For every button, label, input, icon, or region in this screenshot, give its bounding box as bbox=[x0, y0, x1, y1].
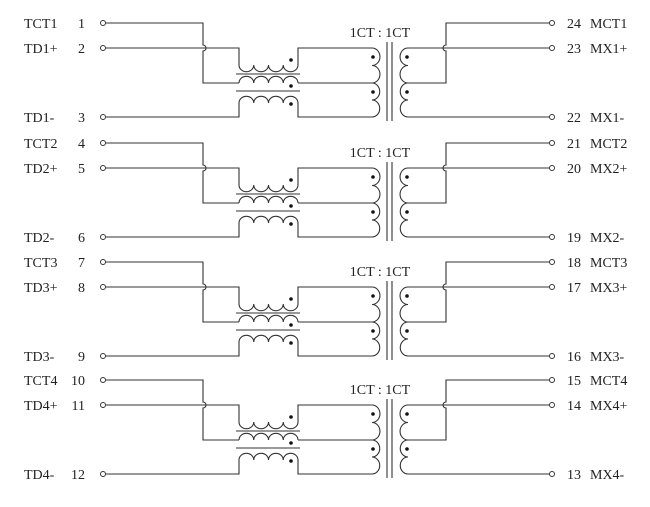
pin-number: 21 bbox=[567, 137, 581, 152]
terminal-icon bbox=[549, 471, 555, 477]
ratio-label: 1CT : 1CT bbox=[350, 26, 411, 41]
pin-number: 12 bbox=[71, 468, 85, 483]
terminal-icon bbox=[100, 165, 106, 171]
pin-number: 3 bbox=[78, 111, 85, 126]
pin-name: MX2- bbox=[590, 231, 625, 246]
pin-name: TD2+ bbox=[24, 162, 58, 177]
pin-name: TCT1 bbox=[24, 17, 57, 32]
pin-name: TD4+ bbox=[24, 399, 58, 414]
pin-number: 2 bbox=[78, 42, 85, 57]
pin-name: MCT2 bbox=[590, 137, 627, 152]
pin-number: 23 bbox=[567, 42, 581, 57]
pin-name: TD3+ bbox=[24, 281, 58, 296]
pin-number: 10 bbox=[71, 374, 85, 389]
terminal-icon bbox=[549, 377, 555, 383]
terminal-icon bbox=[549, 353, 555, 359]
ratio-label: 1CT : 1CT bbox=[350, 383, 411, 398]
pin-number: 14 bbox=[567, 399, 581, 414]
terminal-icon bbox=[100, 402, 106, 408]
pin-name: TD1- bbox=[24, 111, 55, 126]
pin-number: 17 bbox=[567, 281, 581, 296]
pin-number: 24 bbox=[567, 17, 581, 32]
terminal-icon bbox=[549, 284, 555, 290]
pin-number: 8 bbox=[78, 281, 85, 296]
terminal-icon bbox=[100, 377, 106, 383]
pin-number: 20 bbox=[567, 162, 581, 177]
pin-name: MCT3 bbox=[590, 256, 627, 271]
terminal-icon bbox=[100, 45, 106, 51]
terminal-icon bbox=[549, 402, 555, 408]
pin-name: MX4+ bbox=[590, 399, 628, 414]
terminal-icon bbox=[549, 259, 555, 265]
pin-number: 6 bbox=[78, 231, 85, 246]
pin-name: TD1+ bbox=[24, 42, 58, 57]
pin-number: 16 bbox=[567, 350, 581, 365]
pin-name: MX3- bbox=[590, 350, 625, 365]
pin-number: 18 bbox=[567, 256, 581, 271]
pin-number: 5 bbox=[78, 162, 85, 177]
pin-name: MX3+ bbox=[590, 281, 628, 296]
pin-number: 19 bbox=[567, 231, 581, 246]
terminal-icon bbox=[549, 234, 555, 240]
pin-name: MX1+ bbox=[590, 42, 628, 57]
pin-number: 11 bbox=[72, 399, 85, 414]
terminal-icon bbox=[549, 114, 555, 120]
terminal-icon bbox=[100, 259, 106, 265]
pin-name: MCT4 bbox=[590, 374, 627, 389]
terminal-icon bbox=[549, 140, 555, 146]
terminal-icon bbox=[100, 114, 106, 120]
terminal-icon bbox=[100, 20, 106, 26]
terminal-icon bbox=[100, 353, 106, 359]
pin-number: 15 bbox=[567, 374, 581, 389]
terminal-icon bbox=[100, 234, 106, 240]
pin-name: TD4- bbox=[24, 468, 55, 483]
pin-number: 1 bbox=[78, 17, 85, 32]
pin-name: TD2- bbox=[24, 231, 55, 246]
pin-name: MX1- bbox=[590, 111, 625, 126]
pin-number: 13 bbox=[567, 468, 581, 483]
pin-number: 4 bbox=[78, 137, 85, 152]
terminal-icon bbox=[100, 284, 106, 290]
pin-number: 7 bbox=[78, 256, 85, 271]
terminal-icon bbox=[100, 140, 106, 146]
ratio-label: 1CT : 1CT bbox=[350, 265, 411, 280]
ratio-label: 1CT : 1CT bbox=[350, 146, 411, 161]
pin-name: TCT3 bbox=[24, 256, 57, 271]
pin-name: TCT4 bbox=[24, 374, 57, 389]
pin-name: MX4- bbox=[590, 468, 625, 483]
terminal-icon bbox=[549, 165, 555, 171]
pin-name: TCT2 bbox=[24, 137, 57, 152]
terminal-icon bbox=[100, 471, 106, 477]
terminal-icon bbox=[549, 45, 555, 51]
pin-number: 9 bbox=[78, 350, 85, 365]
pin-name: TD3- bbox=[24, 350, 55, 365]
pin-name: MX2+ bbox=[590, 162, 628, 177]
pin-name: MCT1 bbox=[590, 17, 627, 32]
pin-number: 22 bbox=[567, 111, 581, 126]
terminal-icon bbox=[549, 20, 555, 26]
